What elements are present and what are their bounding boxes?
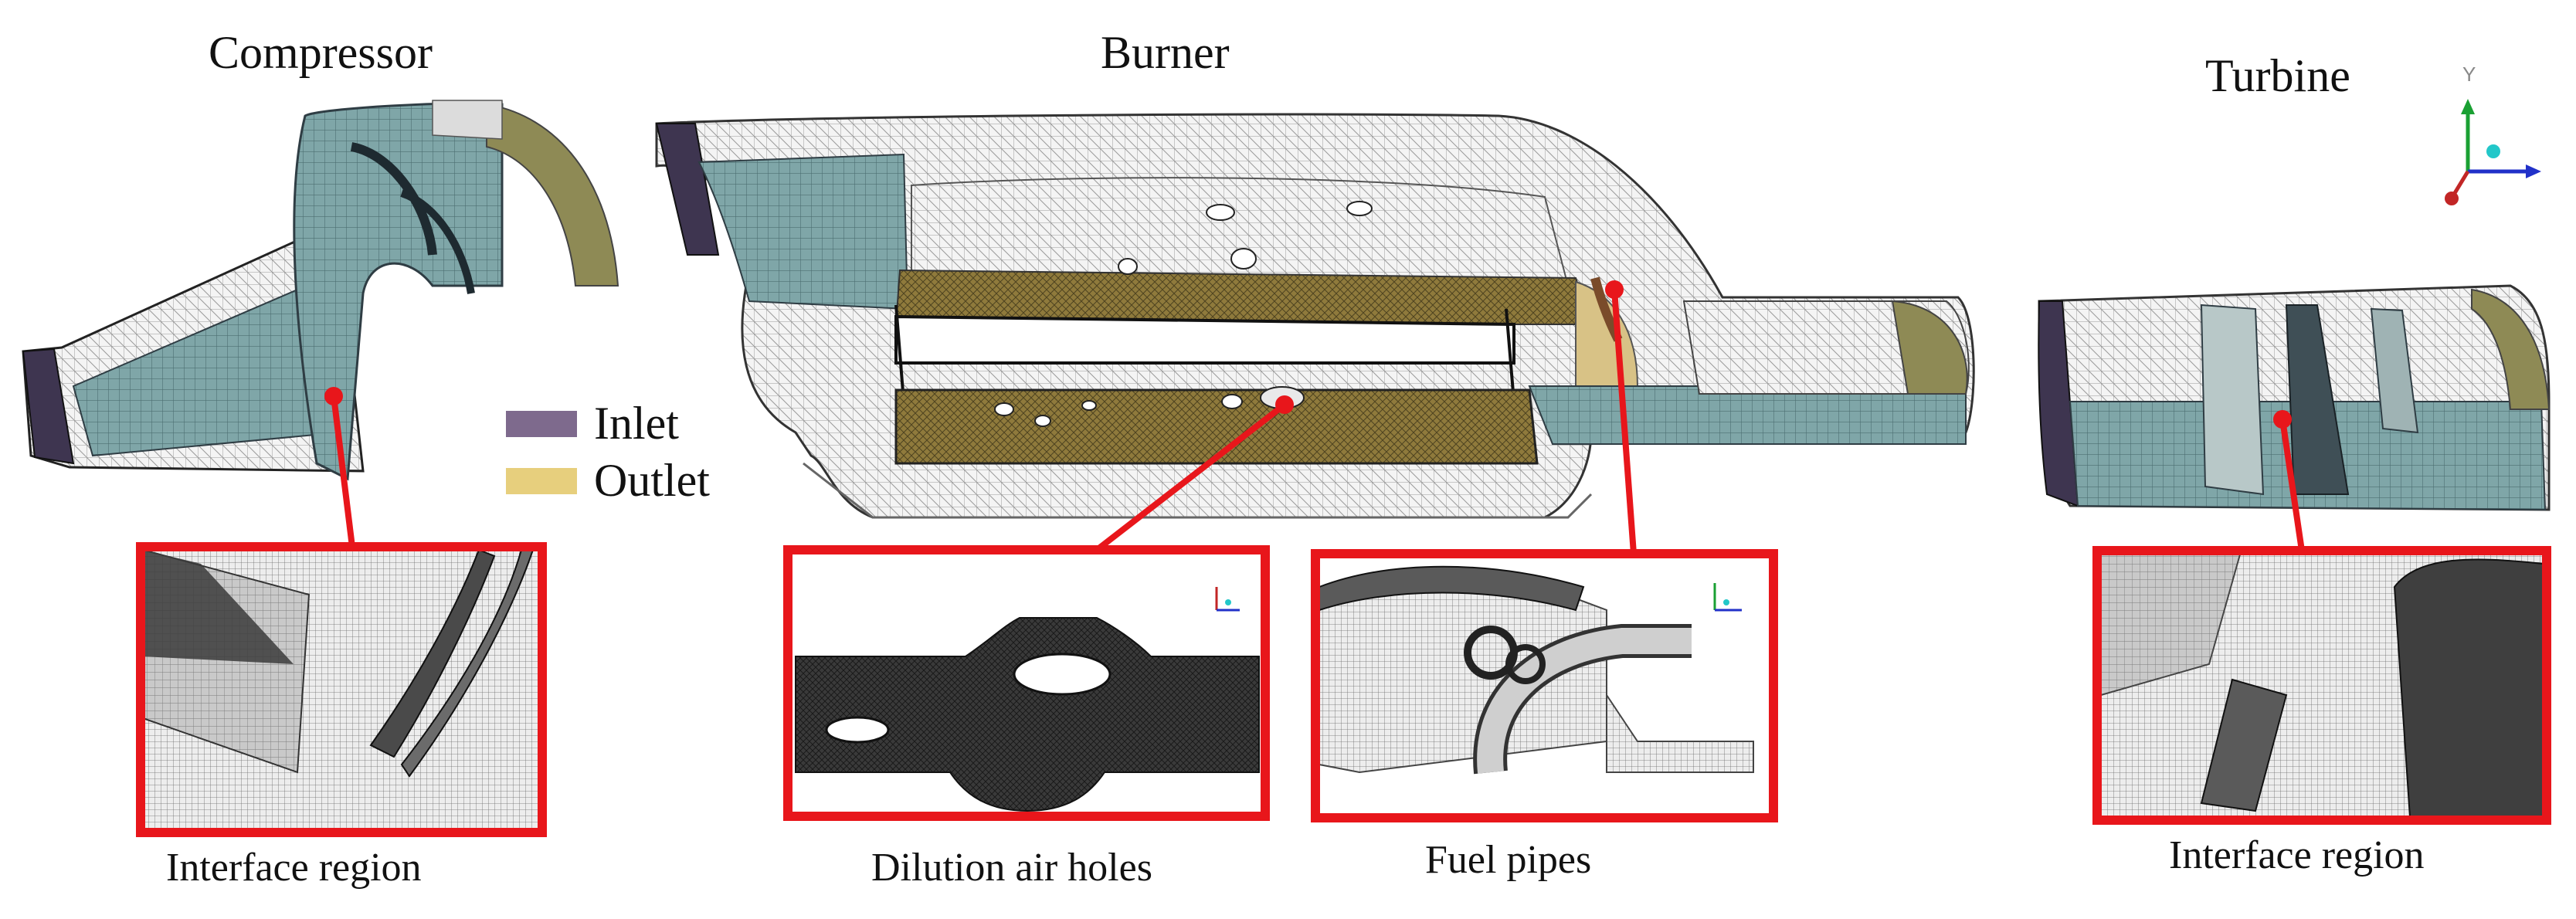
dilution-mini-triad <box>1215 587 1240 612</box>
turbine-interface-caption: Interface region <box>2169 833 2425 877</box>
turbine-model <box>2038 284 2551 511</box>
legend-inlet: Inlet <box>506 397 679 450</box>
callout-line-fuel <box>1611 289 1637 554</box>
dilution-holes-detail <box>783 545 1270 821</box>
legend-inlet-label: Inlet <box>594 398 679 449</box>
compressor-model <box>22 100 619 481</box>
callout-line-compressor <box>331 395 355 548</box>
fuel-pipes-caption: Fuel pipes <box>1425 838 1592 882</box>
fuel-mini-triad <box>1713 583 1742 612</box>
fuel-pipes-detail <box>1311 549 1778 822</box>
callout-line-dilution <box>1095 402 1287 553</box>
legend-outlet: Outlet <box>506 454 710 507</box>
turbine-interface-detail <box>2092 546 2551 825</box>
burner-model <box>655 113 1975 519</box>
compressor-interface-caption: Interface region <box>166 846 422 890</box>
compressor-title: Compressor <box>209 27 433 78</box>
legend-outlet-label: Outlet <box>594 455 710 506</box>
inlet-swatch <box>506 410 577 437</box>
callout-dot-compressor <box>324 387 343 405</box>
callout-dot-fuel <box>1605 280 1624 299</box>
axis-y-label: Y <box>2462 63 2476 86</box>
burner-title: Burner <box>1101 27 1230 78</box>
outlet-swatch <box>506 467 577 494</box>
callout-dot-dilution <box>1275 395 1294 414</box>
callout-lines <box>324 280 2305 554</box>
axis-triad: Y <box>2445 63 2541 205</box>
callout-line-turbine <box>2279 419 2305 551</box>
dilution-holes-caption: Dilution air holes <box>871 846 1152 890</box>
turbine-title: Turbine <box>2205 50 2350 101</box>
compressor-interface-detail <box>136 542 547 837</box>
callout-dot-turbine <box>2273 410 2292 429</box>
